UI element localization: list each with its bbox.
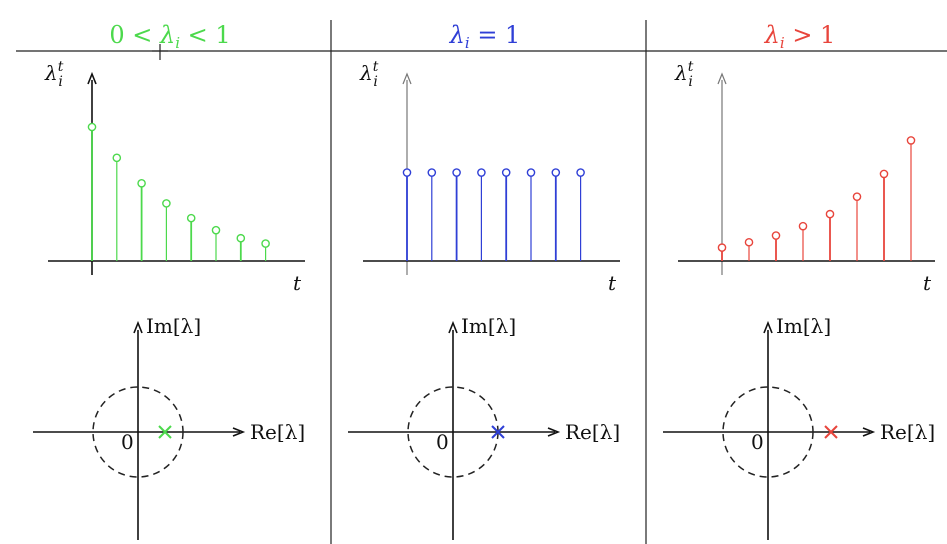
imag-axis-arrow [763,320,773,334]
eigenvalue-marker [158,425,172,439]
unit-circle [722,386,814,478]
x-axis-label: t [293,271,302,295]
real-axis-label: Re[λ] [565,420,620,444]
stem-marker [551,168,561,177]
real-axis-arrow [232,427,246,437]
imag-axis-label: Im[λ] [461,314,516,338]
origin-label: 0 [436,430,449,454]
stem-marker [771,231,781,240]
stem-marker [211,225,221,235]
stem-marker [477,168,486,177]
stem-marker [236,233,246,243]
x-axis-label: t [923,271,932,295]
stem-marker [261,239,270,248]
stem-marker [87,122,97,132]
stem-marker [717,243,727,252]
imag-axis-label: Im[λ] [776,314,831,338]
origin-label: 0 [751,430,764,454]
real-axis-label: Re[λ] [250,420,305,444]
stem-marker [906,136,916,145]
imag-axis-arrow [133,320,143,334]
panel-title: λi > 1 [764,21,836,52]
stem-marker [452,168,461,177]
stem-marker [879,169,889,179]
stem-marker [798,221,808,231]
x-axis-label: t [608,271,617,295]
stem-marker [402,168,412,177]
origin-label: 0 [121,430,134,454]
eigenvalue-marker [491,425,505,439]
unit-circle [92,386,184,478]
y-axis-arrow [87,71,97,85]
imag-axis-label: Im[λ] [146,314,201,338]
stem-marker [852,192,862,201]
stem-marker [162,199,171,208]
stem-marker [825,209,835,219]
stem-marker [526,168,536,177]
real-axis-arrow [862,427,876,437]
stem-marker [186,213,196,223]
imag-axis-arrow [448,320,458,334]
stem-marker [744,237,754,247]
y-axis-arrow [402,72,412,85]
y-axis-arrow [717,72,727,85]
stem-marker [501,168,511,177]
stem-marker [576,168,585,177]
eigenvalue-marker [824,425,838,439]
real-axis-arrow [547,427,561,437]
real-axis-label: Re[λ] [880,420,935,444]
stem-marker [427,168,437,177]
panel-title: λi = 1 [449,21,521,52]
stem-marker [137,178,146,188]
stem-marker [112,153,122,163]
panel-title: 0 < λi < 1 [109,21,230,52]
